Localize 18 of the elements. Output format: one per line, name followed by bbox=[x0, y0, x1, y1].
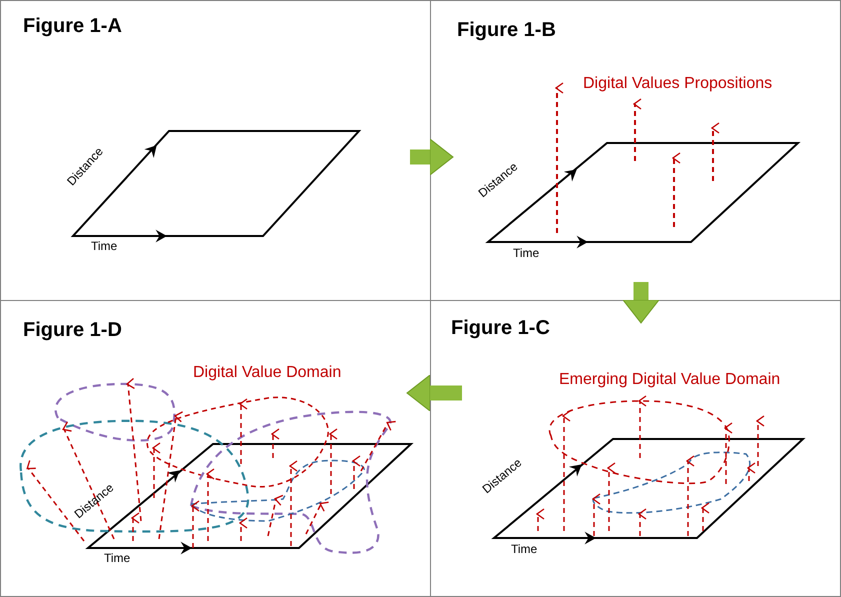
figure-panel bbox=[430, 0, 841, 301]
axis-label: Time bbox=[511, 543, 538, 557]
axis-label: Time bbox=[91, 240, 118, 254]
block-arrow bbox=[622, 282, 660, 324]
figure-title: Figure 1-A bbox=[23, 15, 122, 38]
axis-label: Time bbox=[513, 247, 540, 261]
domain-label: Digital Values Propositions bbox=[583, 75, 772, 94]
figure-title: Figure 1-D bbox=[23, 319, 122, 342]
domain-label: Digital Value Domain bbox=[193, 364, 342, 382]
axis-label: Time bbox=[104, 552, 130, 566]
figure-panel bbox=[0, 0, 431, 301]
figure-panel bbox=[430, 300, 841, 597]
block-arrow bbox=[406, 374, 462, 412]
domain-label: Emerging Digital Value Domain bbox=[559, 371, 780, 390]
block-arrow bbox=[410, 138, 454, 176]
figure-title: Figure 1-B bbox=[457, 19, 556, 42]
figure-title: Figure 1-C bbox=[451, 317, 550, 340]
figure-panel bbox=[0, 300, 431, 597]
